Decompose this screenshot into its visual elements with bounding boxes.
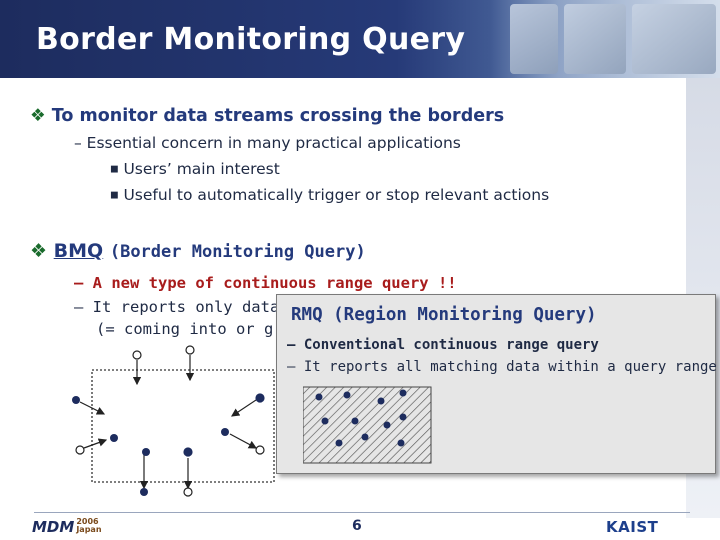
query-border — [91, 369, 275, 483]
section1-item-text: Users’ main interest — [123, 160, 280, 178]
section1-item-1: ■ Users’ main interest — [110, 160, 280, 178]
photo-tile-1 — [510, 4, 558, 74]
slide-title: Border Monitoring Query — [36, 22, 466, 57]
section2-heading-line: ❖ BMQ (Border Monitoring Query) — [30, 240, 366, 262]
query-range — [303, 386, 432, 464]
section1-heading: To monitor data streams crossing the bor… — [51, 106, 505, 126]
page-number: 6 — [352, 518, 362, 534]
rmq-region-diagram — [303, 386, 432, 464]
bmq-full-name: (Border Monitoring Query) — [109, 242, 366, 262]
rmq-callout-box: RMQ (Region Monitoring Query) – Conventi… — [276, 294, 717, 474]
footer-divider — [34, 512, 690, 513]
section1-sub: – Essential concern in many practical ap… — [74, 134, 461, 152]
kaist-logo: KAIST — [606, 518, 659, 536]
section1-item-text: Useful to automatically trigger or stop … — [123, 186, 550, 204]
rmq-line2: – It reports all matching data within a … — [287, 359, 717, 375]
bmq-abbr: BMQ — [53, 240, 104, 262]
bmq-diagram — [72, 345, 275, 497]
rmq-title: RMQ (Region Monitoring Query) — [291, 305, 597, 325]
section1-heading-line: ❖ To monitor data streams crossing the b… — [30, 106, 504, 126]
square-bullet-icon: ■ — [110, 190, 119, 201]
bmq-line3: (= coming into or g — [96, 320, 274, 338]
mdm-logo-year: 2006 — [76, 517, 99, 526]
bmq-line1: – A new type of continuous range query !… — [74, 274, 457, 292]
diamond-bullet-icon: ❖ — [30, 106, 46, 126]
bmq-line2: – It reports only data — [74, 298, 280, 316]
photo-tile-3 — [632, 4, 716, 74]
header-photo-strip — [490, 0, 720, 78]
section1-item-2: ■ Useful to automatically trigger or sto… — [110, 186, 549, 204]
mdm-logo-text: MDM — [32, 518, 75, 536]
photo-tile-2 — [564, 4, 626, 74]
diamond-bullet-icon: ❖ — [30, 240, 48, 262]
slide-header: Border Monitoring Query — [0, 0, 720, 78]
rmq-line1: – Conventional continuous range query — [287, 337, 599, 353]
square-bullet-icon: ■ — [110, 164, 119, 175]
mdm-logo-place: Japan — [76, 525, 102, 534]
